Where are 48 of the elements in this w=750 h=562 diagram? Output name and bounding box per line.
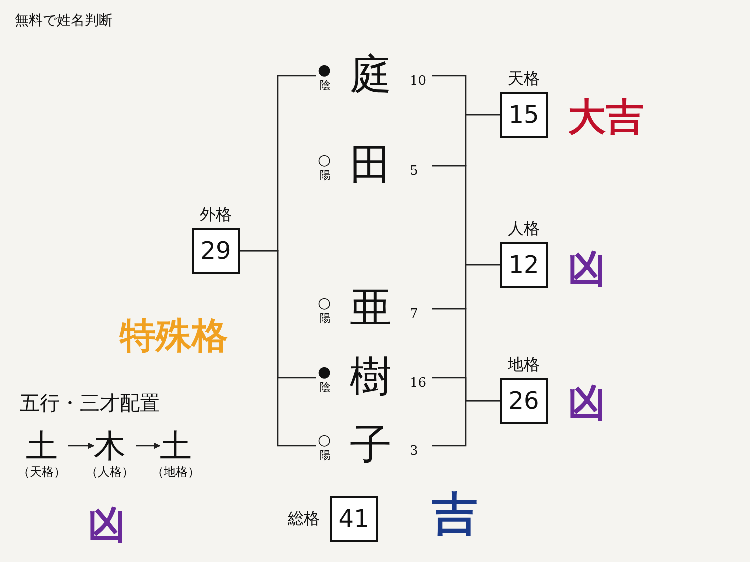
fortune-verdict: 特殊格 [120,314,228,359]
yin-yang-mark: ○ [318,152,332,168]
fortune-category-label: 人格 [508,218,540,240]
element-character: 木 [94,428,126,464]
name-character: 子 [350,420,392,470]
yin-yang-mark: ○ [318,432,332,448]
fortune-number-box: 15 [500,92,548,138]
fortune-category-label: 外格 [200,204,232,226]
element-position-label: （天格） [18,464,66,480]
name-character: 田 [350,140,392,190]
fortune-category-label: 天格 [508,68,540,90]
fortune-category-label: 地格 [508,354,540,376]
fortune-verdict: 凶 [568,245,606,293]
arrow [68,442,95,450]
fortune-verdict: 凶 [88,501,126,549]
element-character: 土 [160,428,192,464]
fortune-number-box: 12 [500,242,548,288]
yin-yang-label: 陰 [320,382,331,394]
bracket-line [240,250,316,447]
stroke-count: 5 [410,164,418,180]
yin-yang-label: 陽 [320,313,331,325]
stroke-count: 16 [410,376,427,392]
element-position-label: （地格） [152,464,200,480]
fortune-number-box: 41 [330,496,378,542]
name-character: 亜 [350,283,392,333]
fortune-verdict: 吉 [432,486,478,543]
yin-yang-label: 陽 [320,450,331,462]
yin-yang-mark: ● [318,62,332,78]
fortune-category-label: 総格 [288,508,320,530]
yin-yang-label: 陰 [320,80,331,92]
element-character: 土 [26,428,58,464]
arrow [136,442,161,450]
name-character: 庭 [350,50,392,100]
element-position-label: （人格） [86,464,134,480]
yin-yang-mark: ● [318,364,332,380]
fortune-number-box: 26 [500,378,548,424]
bracket-line [432,400,500,447]
stroke-count: 3 [410,444,418,460]
yin-yang-label: 陽 [320,170,331,182]
fortune-verdict: 凶 [568,379,606,427]
fortune-number-box: 29 [192,228,240,274]
fortune-verdict: 大吉 [568,93,644,141]
page-title: 無料で姓名判断 [15,12,113,30]
yin-yang-mark: ○ [318,295,332,311]
section-heading: 五行・三才配置 [20,390,160,417]
stroke-count: 7 [410,307,418,323]
name-character: 樹 [350,352,392,402]
stroke-count: 10 [410,74,427,90]
